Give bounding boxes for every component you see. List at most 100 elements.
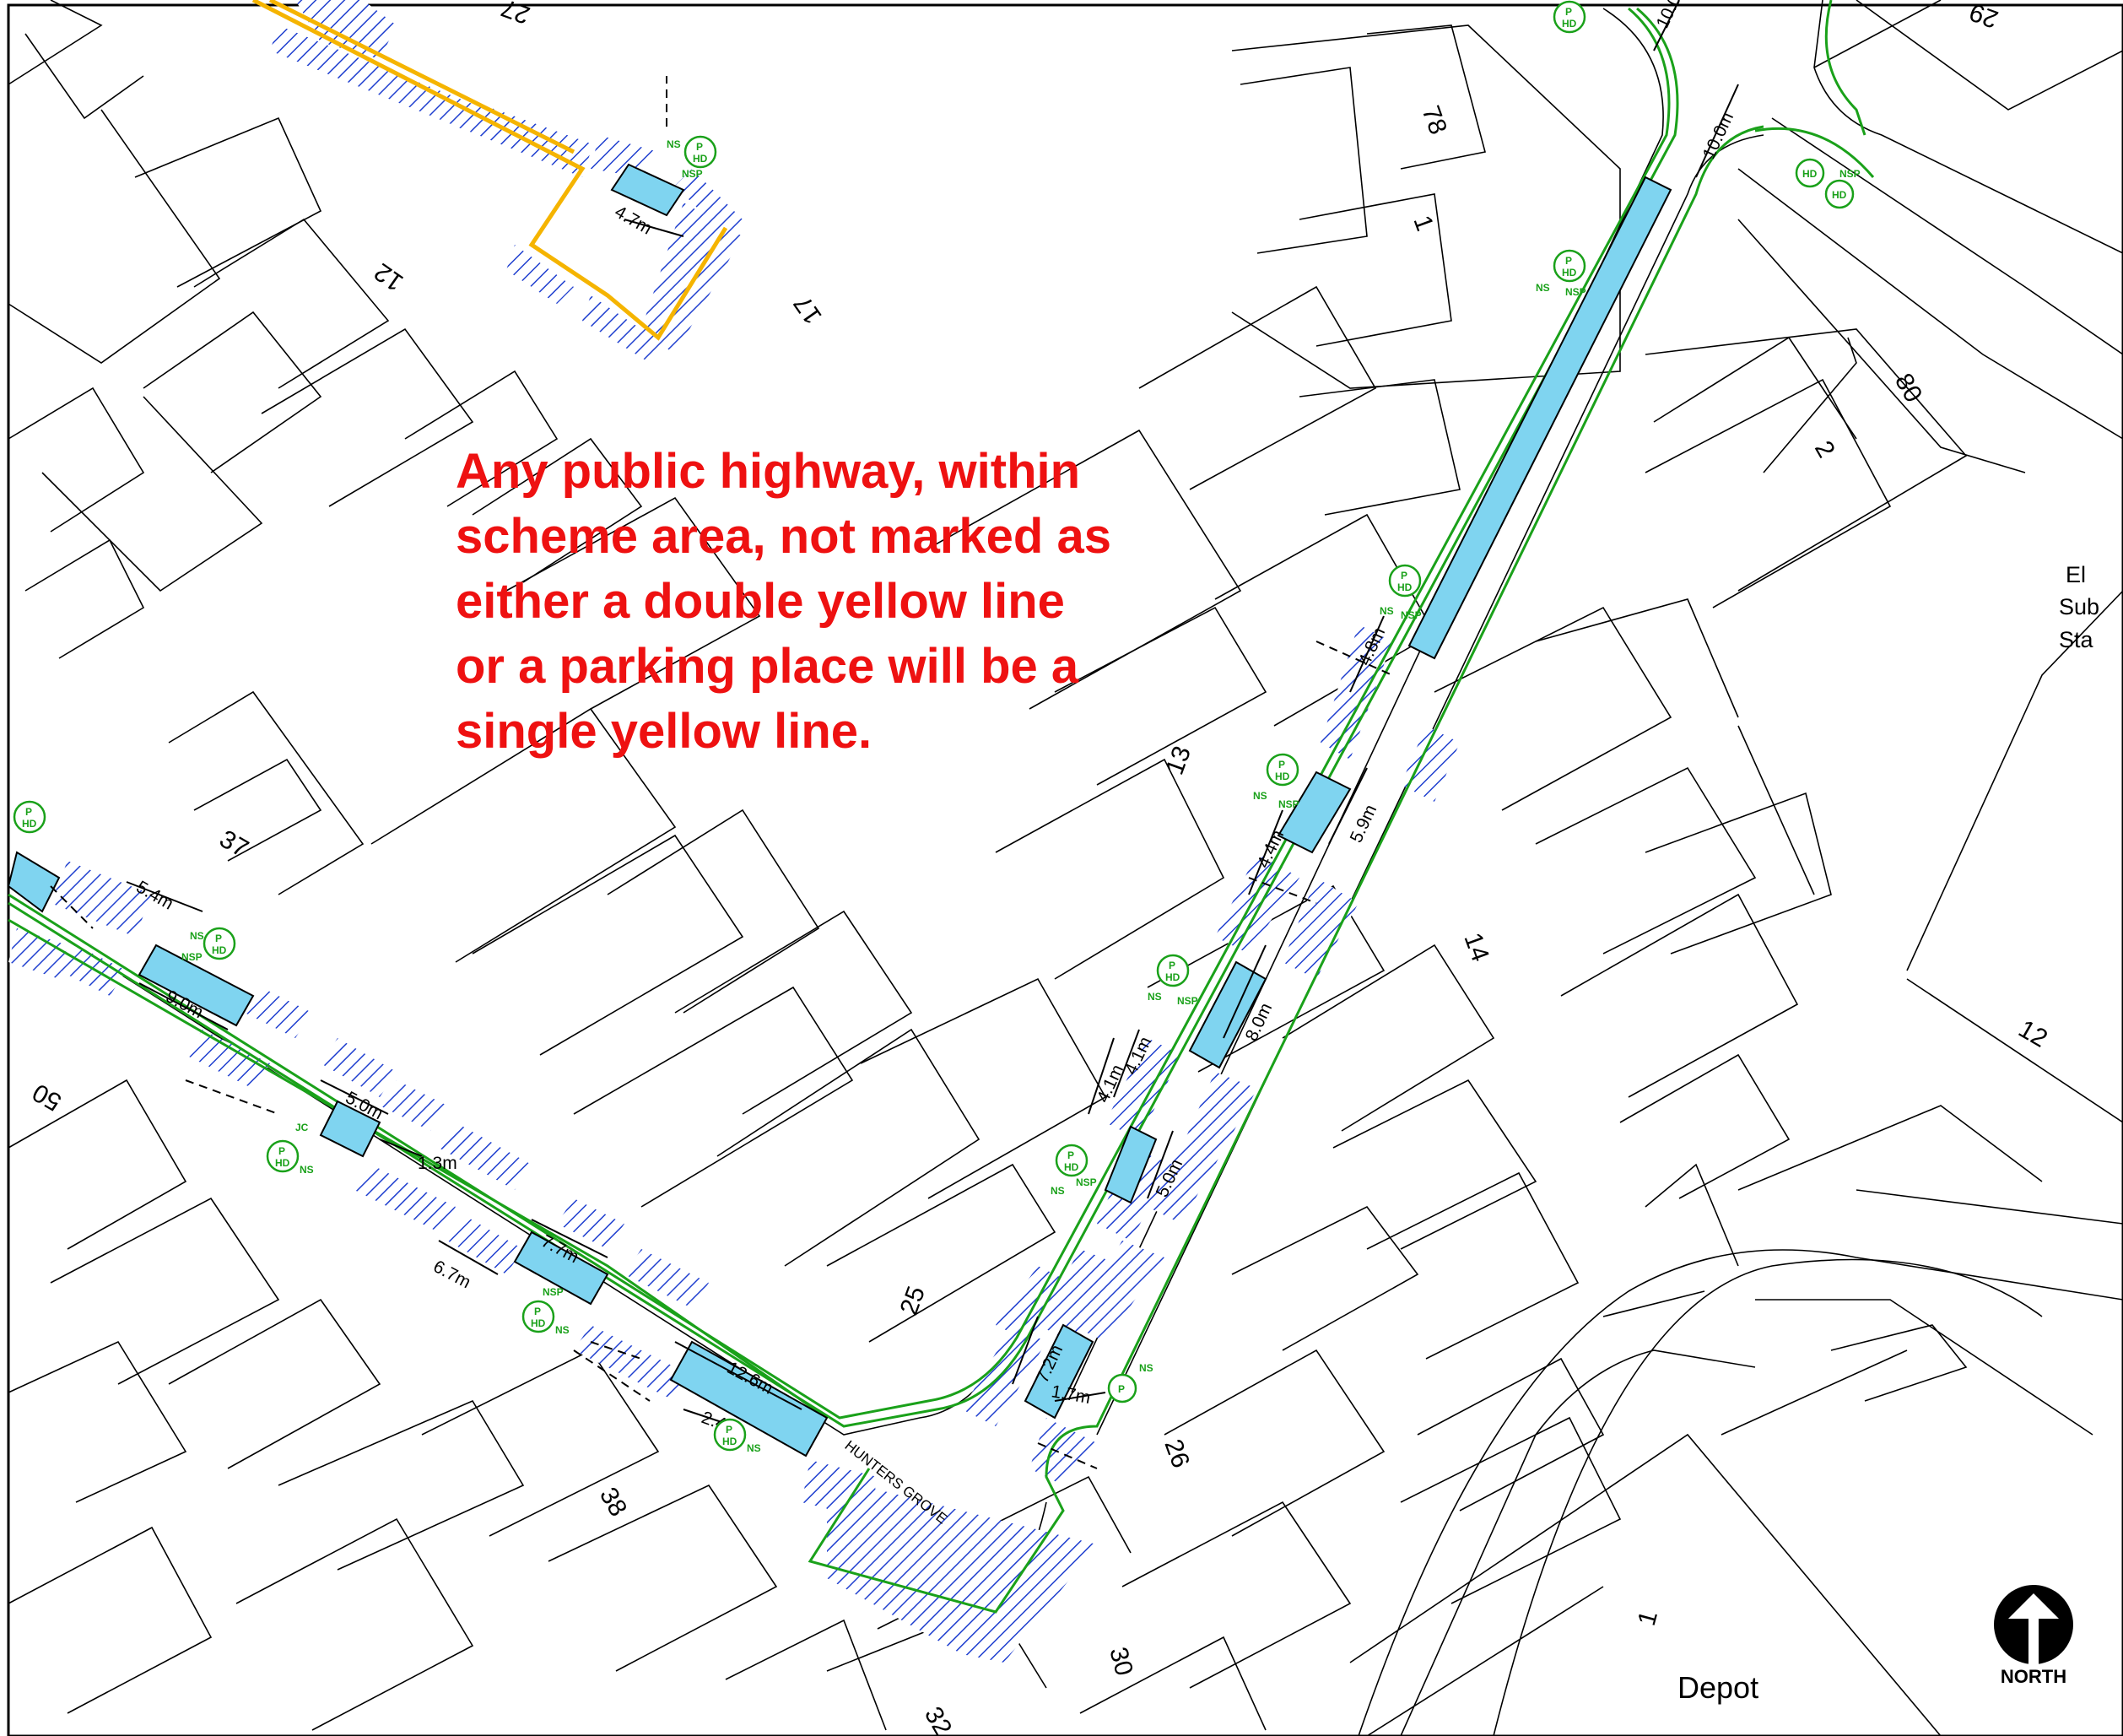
property-boundaries	[8, 0, 2123, 1736]
svg-text:NS: NS	[747, 1442, 761, 1454]
svg-text:P: P	[534, 1306, 541, 1317]
dimension-label: 5.9m	[1347, 802, 1381, 846]
svg-text:HD: HD	[22, 818, 37, 830]
svg-text:NS: NS	[1253, 790, 1267, 802]
svg-text:NSP: NSP	[1839, 168, 1861, 180]
dimension-lines	[126, 0, 1739, 1427]
svg-text:Sta: Sta	[2059, 627, 2094, 652]
house-number: 50	[28, 1078, 66, 1116]
svg-text:NSP: NSP	[1401, 609, 1422, 621]
svg-text:El: El	[2066, 562, 2086, 587]
svg-text:NSP: NSP	[1565, 286, 1586, 298]
svg-text:HD: HD	[275, 1157, 290, 1169]
sign-marker: P HD NS NSP	[1380, 564, 1422, 621]
note-line: or a parking place will be a	[456, 639, 1079, 694]
svg-text:NSP: NSP	[543, 1286, 564, 1298]
note-line: Any public highway, within	[456, 444, 1081, 499]
svg-text:NSP: NSP	[1177, 995, 1198, 1007]
sign-marker: P HD NS NSP	[1051, 1144, 1097, 1197]
note-line: single yellow line.	[456, 704, 872, 759]
svg-text:P: P	[1118, 1383, 1125, 1395]
svg-text:NSP: NSP	[1076, 1176, 1097, 1188]
svg-text:P: P	[696, 141, 703, 153]
svg-text:NS: NS	[1380, 605, 1394, 617]
house-number: 14	[1458, 929, 1494, 965]
scheme-note: Any public highway, within scheme area, …	[456, 439, 1299, 764]
svg-text:P: P	[1565, 6, 1572, 18]
svg-text:P: P	[1278, 759, 1285, 771]
parking-bay	[610, 163, 685, 217]
svg-text:P: P	[278, 1145, 285, 1157]
svg-text:P: P	[1401, 570, 1407, 581]
house-number: 30	[1104, 1644, 1138, 1679]
parking-bay	[1277, 771, 1352, 854]
house-number: 32	[919, 1702, 957, 1736]
north-arrow: NORTH	[1994, 1585, 2073, 1687]
sign-marker: P HD	[13, 800, 46, 834]
svg-text:NSP: NSP	[682, 168, 703, 180]
sign-marker: P HD NS NSP	[1253, 753, 1299, 810]
sign-marker: P HD NS NSP	[181, 927, 236, 963]
svg-text:P: P	[25, 806, 32, 818]
svg-text:NS: NS	[1051, 1185, 1065, 1197]
double-yellow-lines	[251, 0, 728, 341]
svg-text:NS: NS	[1536, 282, 1550, 294]
svg-text:NS: NS	[1148, 991, 1162, 1003]
house-number: 78	[1416, 102, 1451, 138]
svg-text:HD: HD	[1562, 18, 1577, 30]
sign-marker: P HD NS NSP	[1148, 954, 1198, 1007]
house-number: 12	[2014, 1014, 2052, 1052]
substation-label: El Sub Sta	[2059, 562, 2099, 652]
sign-marker: P HD NS	[713, 1418, 761, 1454]
house-number: 25	[895, 1283, 931, 1319]
house-number: 26	[1159, 1436, 1194, 1472]
sign-marker: P HD NS NSP	[667, 135, 717, 180]
svg-text:HD: HD	[1397, 581, 1413, 593]
sign-marker: P NS	[1107, 1362, 1153, 1403]
svg-text:HD: HD	[212, 944, 227, 956]
parking-bay	[669, 1340, 829, 1457]
svg-text:NS: NS	[190, 930, 204, 942]
dimension-label: 6.7m	[430, 1257, 474, 1292]
house-number: 17	[789, 290, 828, 329]
sign-marker: HD NSP	[1824, 168, 1861, 209]
svg-text:NSP: NSP	[181, 951, 203, 963]
parking-bay	[513, 1230, 609, 1306]
svg-text:NS: NS	[300, 1164, 314, 1176]
parking-bay	[1407, 176, 1672, 660]
house-number: 37	[215, 825, 253, 863]
parking-bays	[7, 163, 1672, 1457]
svg-text:NS: NS	[1139, 1362, 1153, 1374]
house-number: 2	[1809, 436, 1840, 462]
svg-text:HD: HD	[531, 1317, 546, 1329]
svg-text:HD: HD	[1562, 267, 1577, 279]
svg-text:HD: HD	[722, 1436, 737, 1447]
dashed-extents	[50, 76, 1393, 1469]
svg-text:HD: HD	[693, 153, 708, 165]
parking-bay	[1104, 1125, 1158, 1204]
svg-text:P: P	[1067, 1149, 1074, 1161]
note-line: scheme area, not marked as	[456, 509, 1111, 564]
dimension-label: 1.3m	[418, 1154, 457, 1173]
svg-text:P: P	[1565, 255, 1572, 267]
parking-bay	[7, 851, 61, 913]
parking-bay	[319, 1100, 381, 1158]
svg-text:HD: HD	[1802, 168, 1818, 180]
svg-text:NS: NS	[555, 1324, 570, 1336]
svg-text:P: P	[726, 1424, 732, 1436]
depot-label: Depot	[1677, 1670, 1758, 1705]
svg-text:HD: HD	[1064, 1161, 1079, 1173]
sign-marker: P HD NS NSP	[521, 1286, 570, 1336]
note-line: either a double yellow line	[456, 574, 1065, 629]
svg-text:HD: HD	[1832, 189, 1847, 201]
svg-text:P: P	[1169, 960, 1175, 971]
kerb-lines	[8, 0, 1875, 1614]
restriction-hatching	[8, 0, 1460, 1663]
sign-marker: HD	[1795, 158, 1825, 188]
svg-text:NS: NS	[667, 138, 681, 150]
sign-marker: P HD NS NSP	[1536, 249, 1586, 298]
house-number: 12	[370, 257, 408, 296]
sign-markers: P HD NS NSP P HD P HD NS NSP HD HD NSP	[13, 0, 1861, 1454]
map-frame	[7, 3, 2123, 1736]
